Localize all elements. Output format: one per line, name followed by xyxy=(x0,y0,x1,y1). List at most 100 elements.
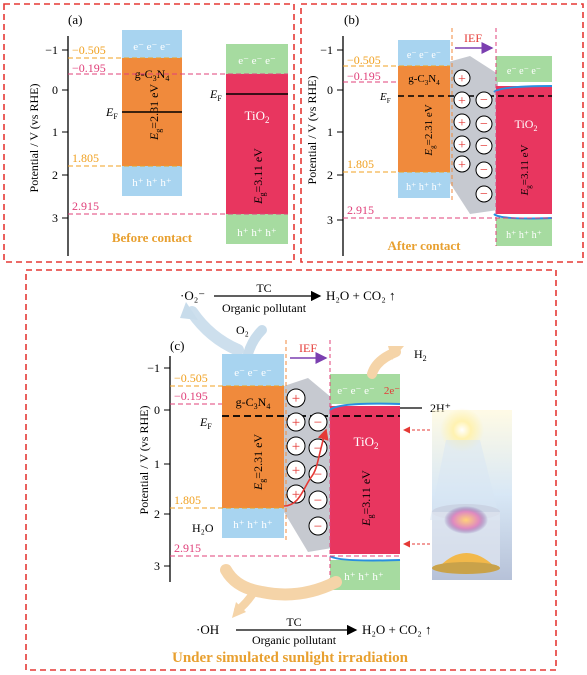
svg-text:+: + xyxy=(458,138,466,153)
y-axis-label-c: Potential / V (vs RHE) xyxy=(137,406,151,515)
tio2-vb-band xyxy=(496,218,552,246)
band-bending-vb-c xyxy=(329,555,401,562)
panel-b-frame xyxy=(300,3,584,263)
fermi-label-g: EF xyxy=(105,105,118,121)
svg-text:+: + xyxy=(458,116,466,131)
tick-label: 0 xyxy=(327,83,333,97)
electrons-t: e⁻ e⁻ e⁻ xyxy=(238,55,276,67)
tio2-vb-band xyxy=(226,214,288,244)
electrons-g: e⁻ e⁻ e⁻ xyxy=(234,367,272,379)
g-c3n4-label: g-C3N4 xyxy=(135,67,170,83)
electrons-g: e⁻ e⁻ e⁻ xyxy=(407,50,441,61)
tio2-block xyxy=(496,86,552,214)
tio2-bandgap: Eg=3.11 eV xyxy=(519,145,533,197)
level-vb-g: 1.805 xyxy=(347,157,374,171)
minus-charge xyxy=(475,161,493,179)
svg-text:−: − xyxy=(314,441,322,457)
plus-charge xyxy=(286,436,306,456)
tio2-block xyxy=(330,406,400,554)
tick-label: 3 xyxy=(52,211,58,225)
tick-label: −1 xyxy=(320,43,333,57)
o2-reduction-arrow xyxy=(186,306,244,356)
holes-g: h⁺ h⁺ h⁺ xyxy=(132,177,172,189)
electrons-g: e⁻ e⁻ e⁻ xyxy=(133,41,171,53)
tio2-block xyxy=(226,74,288,214)
hydroxyl-radical: ·OH xyxy=(196,622,219,637)
plus-charge xyxy=(453,135,471,153)
electrons-t: e⁻ e⁻ e⁻ xyxy=(337,385,375,397)
holes-t: h⁺ h⁺ h⁺ xyxy=(237,227,277,239)
minus-charge xyxy=(475,91,493,109)
holes-t: h⁺ h⁺ h⁺ xyxy=(344,571,384,583)
y-axis-label-a: Potential / V (vs RHE) xyxy=(27,84,41,193)
fermi-label-t: EF xyxy=(209,87,222,103)
plus-charge xyxy=(453,91,471,109)
g-c3n4-bandgap: Eg=2.31 eV xyxy=(147,84,163,141)
svg-text:+: + xyxy=(292,415,300,431)
level-cb-t: −0.195 xyxy=(347,69,381,83)
panel-c-label: (c) xyxy=(170,338,184,353)
svg-text:+: + xyxy=(292,391,300,407)
minus-charge xyxy=(308,516,328,536)
tick-label: 0 xyxy=(52,83,58,97)
level-vb-t: 2.915 xyxy=(174,541,201,555)
y-ticks-b: −1 0 1 2 3 xyxy=(320,43,343,227)
plus-charge xyxy=(286,484,306,504)
products-bottom: H₂O + CO₂ ↑ xyxy=(362,622,431,637)
negative-charges-c: − − − − − xyxy=(308,412,328,536)
svg-text:−: − xyxy=(314,415,322,431)
panel-b: (b) Potential / V (vs RHE) −1 0 1 2 3 e⁻… xyxy=(305,12,553,256)
tio2-vb-band xyxy=(330,560,400,590)
tio2-label: TiO2 xyxy=(245,108,270,125)
tio2-bandgap: Eg=3.11 eV xyxy=(251,148,267,205)
svg-text:+: + xyxy=(292,463,300,479)
ief-label-c: IEF xyxy=(299,341,317,355)
charge-transfer-curve xyxy=(283,428,329,507)
level-vb-t: 2.915 xyxy=(72,199,99,213)
plus-charge xyxy=(453,69,471,87)
panel-a-frame xyxy=(3,3,295,263)
panel-b-title: After contact xyxy=(387,238,461,253)
g-c3n4-vb-band xyxy=(222,508,284,538)
holes-g: h⁺ h⁺ h⁺ xyxy=(233,519,273,531)
g-c3n4-cb-band xyxy=(222,354,284,386)
g-c3n4-vb-band xyxy=(398,172,450,198)
y-ticks-a: −1 0 1 2 3 xyxy=(45,43,68,225)
two-electrons: 2e⁻ xyxy=(384,385,400,397)
minus-charge xyxy=(475,137,493,155)
svg-text:+: + xyxy=(458,94,466,109)
panel-c-title: Under simulated sunlight irradiation xyxy=(172,650,409,666)
tick-label: 3 xyxy=(327,213,333,227)
g-c3n4-block xyxy=(222,386,284,508)
panel-a-title: Before contact xyxy=(112,230,193,245)
positive-charges-b: + + + + + xyxy=(453,69,471,173)
o2-label: O₂ xyxy=(236,323,249,337)
ief-label-b: IEF xyxy=(464,31,482,45)
svg-text:+: + xyxy=(458,158,466,173)
superoxide-radical: ·O₂⁻ xyxy=(180,288,205,303)
svg-text:−: − xyxy=(314,493,322,509)
g-c3n4-label: g-C3N4 xyxy=(408,73,440,87)
tick-label: 2 xyxy=(327,168,333,182)
level-cb-t: −0.195 xyxy=(174,389,208,403)
g-c3n4-bandgap: Eg=2.31 eV xyxy=(251,434,267,491)
photoreactor-illustration xyxy=(430,408,512,580)
level-cb-g: −0.505 xyxy=(347,53,381,67)
electron-to-o2-arrow xyxy=(243,325,267,359)
tio2-bandgap: Eg=3.11 eV xyxy=(359,470,375,527)
plus-charge xyxy=(286,388,306,408)
svg-text:+: + xyxy=(292,439,300,455)
tio2-cb-band xyxy=(226,44,288,74)
fermi-label-c: EF xyxy=(199,415,212,431)
svg-text:−: − xyxy=(480,93,488,108)
h2-label: H2 xyxy=(414,347,427,363)
tio2-label: TiO2 xyxy=(354,434,379,451)
minus-charge xyxy=(475,185,493,203)
tick-label: 1 xyxy=(154,457,160,471)
plus-charge xyxy=(286,460,306,480)
svg-text:−: − xyxy=(480,139,488,154)
tio2-cb-band xyxy=(496,56,552,82)
svg-text:−: − xyxy=(480,117,488,132)
svg-text:+: + xyxy=(458,72,466,87)
